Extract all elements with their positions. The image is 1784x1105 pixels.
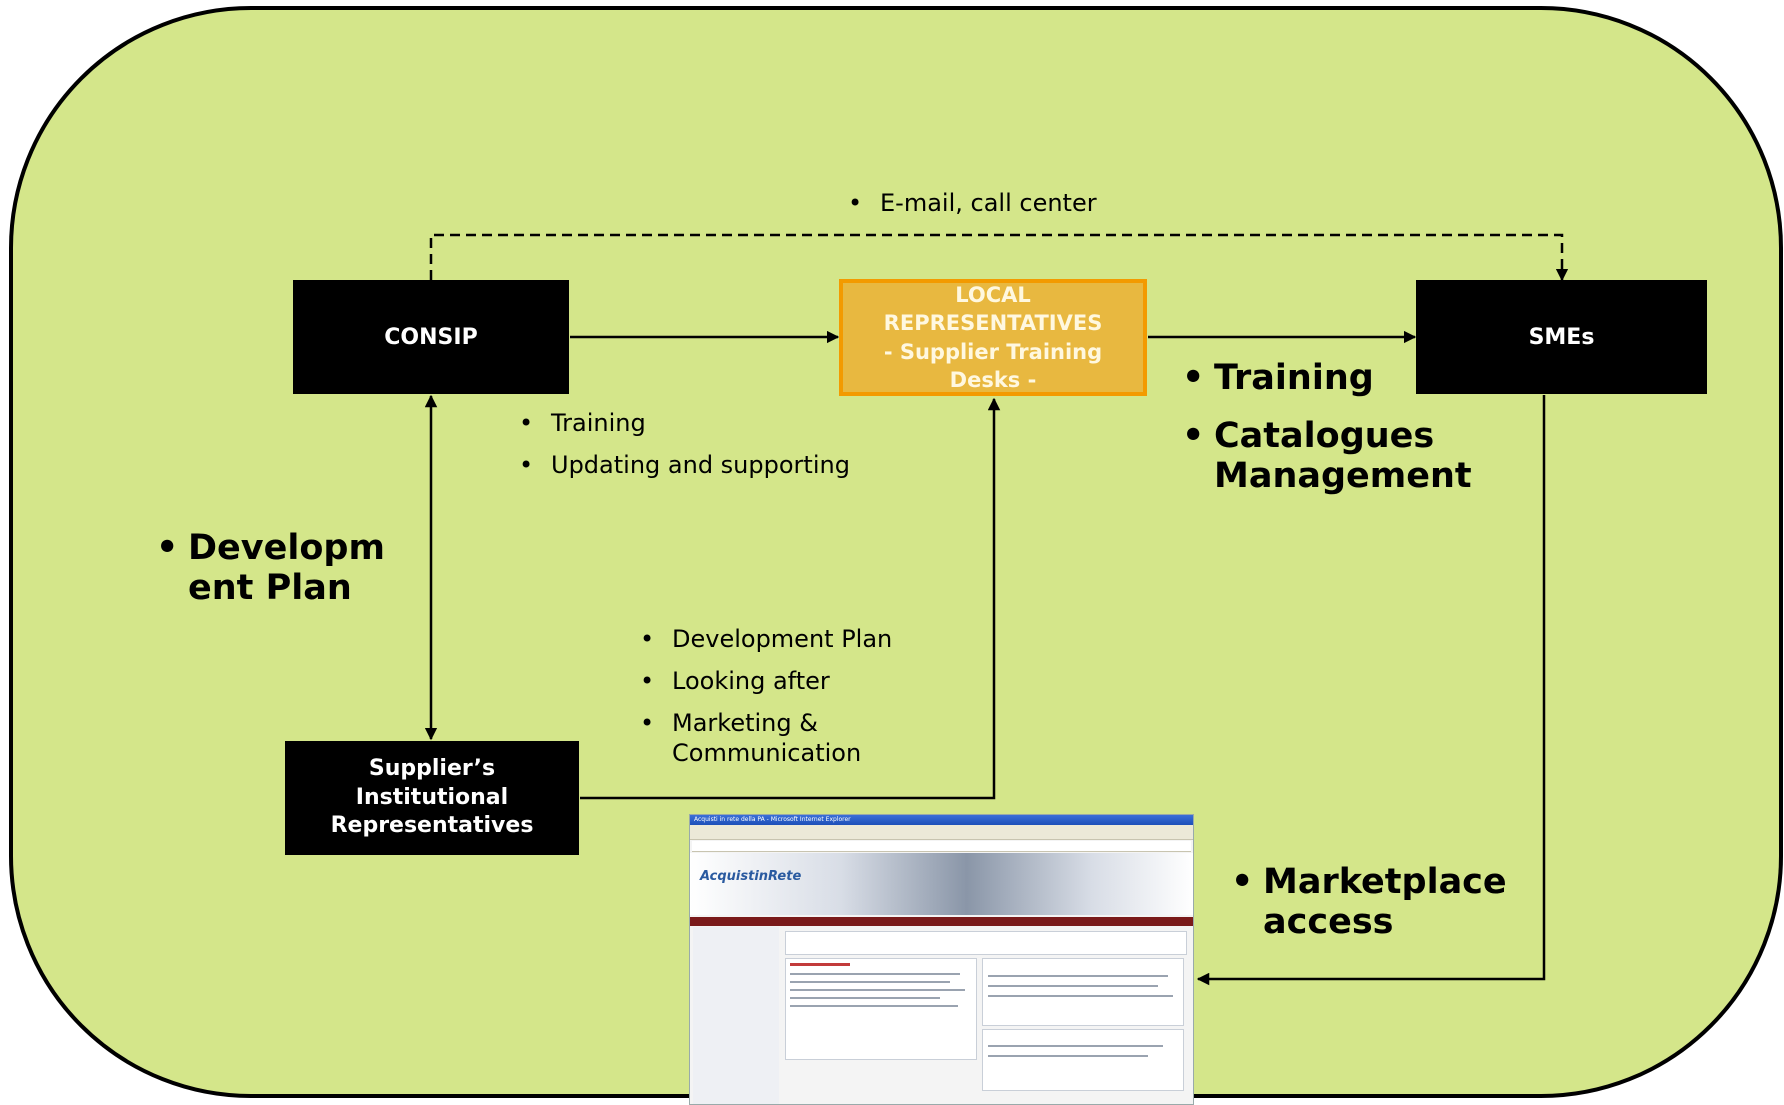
supplier-line-2: Representatives	[330, 813, 534, 839]
smes-to-marketplace-arrow	[1196, 395, 1546, 986]
local-line-3: - Supplier Training	[883, 339, 1103, 364]
supplier-line-1: Supplier’s Institutional	[355, 756, 509, 810]
consip-to-local-list: Training Updating and supporting	[515, 408, 850, 492]
consip-supplier-list: Developm ent Plan	[152, 528, 392, 626]
website-text-line	[790, 997, 940, 999]
email-label-list: E-mail, call center	[844, 188, 1097, 230]
website-text-line	[988, 975, 1168, 977]
list-item: Updating and supporting	[515, 450, 850, 480]
list-item: Marketplace access	[1227, 862, 1527, 942]
list-item: Development Plan	[636, 624, 936, 654]
website-banner: AcquistinRete	[690, 853, 1193, 915]
local-line-1: LOCAL	[955, 282, 1031, 307]
list-item: Training	[515, 408, 850, 438]
website-feature-strip	[785, 931, 1187, 955]
website-main-panel	[785, 958, 977, 1060]
consip-node: CONSIP	[293, 280, 569, 394]
supplier-to-local-list: Development Plan Looking after Marketing…	[636, 624, 936, 780]
browser-toolbar	[690, 825, 1193, 840]
list-item: Looking after	[636, 666, 936, 696]
website-right-panel	[982, 958, 1184, 1026]
list-item: Catalogues Management	[1178, 416, 1478, 496]
smes-label: SMEs	[1528, 324, 1595, 350]
website-text-line	[988, 985, 1158, 987]
website-sidebar	[693, 927, 779, 1104]
list-item: E-mail, call center	[844, 188, 1097, 218]
website-text-line	[790, 989, 965, 991]
website-text-line	[988, 995, 1173, 997]
website-navbar	[690, 917, 1193, 926]
list-item: Developm ent Plan	[152, 528, 392, 608]
smes-node: SMEs	[1416, 280, 1707, 394]
local-to-smes-list: Training Catalogues Management	[1178, 358, 1478, 514]
website-text-line	[790, 981, 950, 983]
supplier-institutional-node: Supplier’s Institutional Representatives	[285, 741, 579, 855]
supplier-label: Supplier’s Institutional Representatives	[293, 755, 571, 841]
local-line-4: Desks -	[949, 367, 1037, 392]
website-text-line	[988, 1055, 1148, 1057]
local-representatives-label: LOCAL REPRESENTATIVES - Supplier Trainin…	[884, 281, 1103, 394]
website-text-line	[790, 1005, 958, 1007]
supplier-to-local-arrow	[580, 397, 1001, 800]
website-news-panel	[982, 1029, 1184, 1091]
marketplace-website-screenshot: Acquisti in rete della PA - Microsoft In…	[689, 814, 1194, 1105]
browser-address-bar	[692, 841, 1191, 852]
list-item: Marketing & Communication	[636, 708, 936, 768]
list-item: Training	[1178, 358, 1478, 398]
website-text-line	[988, 1045, 1163, 1047]
local-representatives-node: LOCAL REPRESENTATIVES - Supplier Trainin…	[839, 279, 1147, 396]
website-heading-rule	[790, 963, 850, 966]
website-text-line	[790, 973, 960, 975]
website-logo: AcquistinRete	[700, 869, 802, 884]
browser-title-bar: Acquisti in rete della PA - Microsoft In…	[690, 815, 1193, 825]
local-line-2: REPRESENTATIVES	[883, 311, 1103, 336]
consip-label: CONSIP	[384, 324, 478, 350]
marketplace-list: Marketplace access	[1227, 862, 1527, 960]
email-dashed-arrow	[429, 233, 1569, 282]
